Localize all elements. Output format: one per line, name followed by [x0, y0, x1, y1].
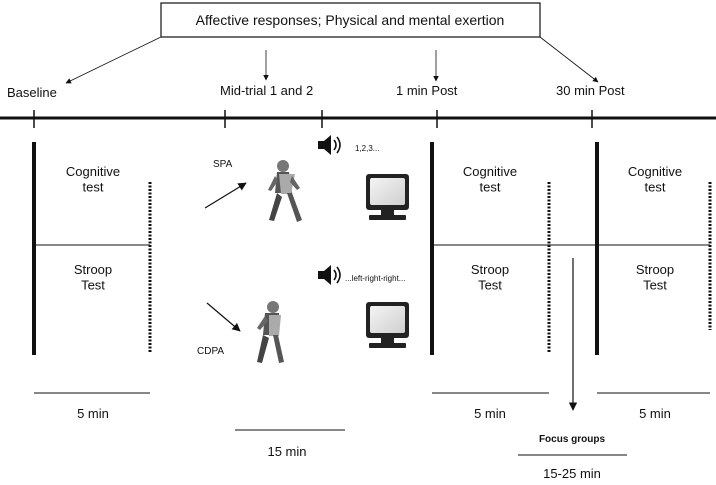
- speaker-icon: [318, 135, 341, 155]
- arrow-to-30-min-post: [539, 36, 599, 83]
- post1-duration: 5 min: [474, 406, 506, 421]
- arrow-to-baseline: [65, 36, 162, 84]
- timeline-label-baseline: Baseline: [7, 85, 57, 100]
- walking-person-icon: [257, 301, 284, 363]
- timeline-label-30-min-post: 30 min Post: [556, 83, 625, 98]
- spa-label: SPA: [213, 159, 233, 170]
- monitor-icon: [366, 174, 409, 220]
- baseline-duration: 5 min: [77, 406, 109, 421]
- cdpa-arrow: [206, 302, 241, 332]
- timeline-label-1-min-post: 1 min Post: [396, 83, 458, 98]
- speaker-icon: [318, 265, 341, 285]
- header-title: Affective responses; Physical and mental…: [196, 12, 505, 28]
- timeline-label-mid-trial: Mid-trial 1 and 2: [220, 83, 313, 98]
- spa-audio-cue: 1,2,3...: [355, 144, 379, 153]
- focus-groups-label: Focus groups: [539, 434, 606, 445]
- walking-person-icon: [268, 160, 302, 222]
- focus-groups-duration: 15-25 min: [543, 466, 601, 481]
- header-box: [160, 2, 541, 38]
- spa-arrow: [204, 182, 247, 209]
- monitor-icon: [366, 302, 409, 348]
- post30-duration: 5 min: [639, 406, 671, 421]
- cdpa-label: CDPA: [197, 346, 224, 357]
- intervention-duration: 15 min: [267, 444, 306, 459]
- cdpa-audio-cue: ...left-right-right...: [345, 274, 405, 283]
